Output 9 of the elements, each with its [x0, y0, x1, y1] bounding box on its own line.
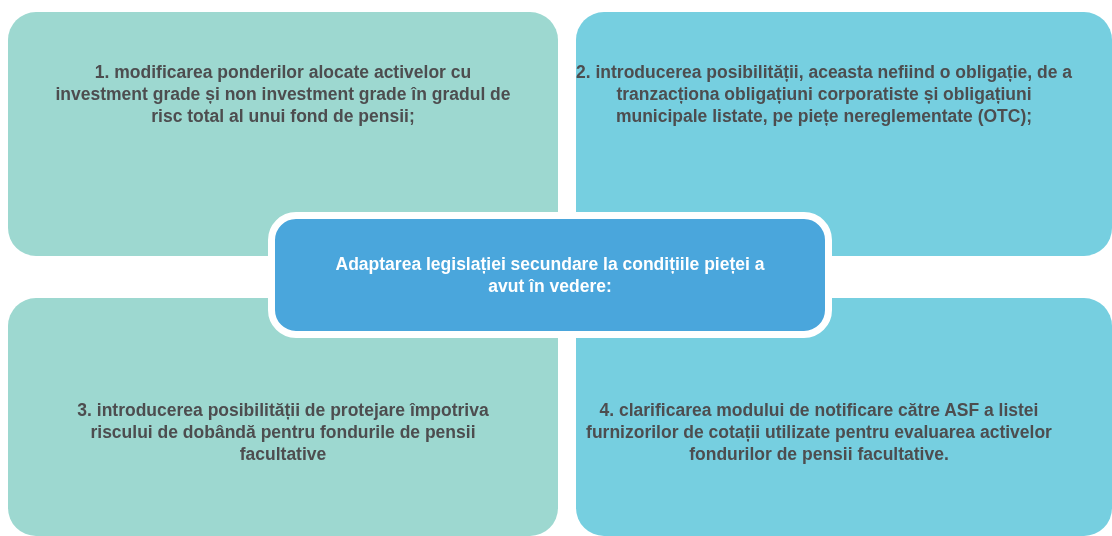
info-card [576, 12, 1112, 256]
item-text: 2. introducerea posibilității, aceasta nefiind o obligație, de a tranzacționa obligațiuni corporatiste și obligațiuni municipale listate, pe piețe nereglementate (OTC); [576, 61, 1072, 127]
item-text: 4. clarificarea modului de notificare către ASF a listei furnizorilor de cotații utilizate pentru evaluarea activelor fondurilor de pensii facultative. [585, 399, 1053, 465]
info-card [8, 298, 558, 536]
heading-text: Adaptarea legislației secundare la condițiile pieței a avut în vedere: [334, 253, 766, 297]
info-card [8, 12, 558, 256]
info-card [576, 298, 1112, 536]
item-text: 3. introducerea posibilității de protejare împotriva riscului de dobândă pentru fondurile de pensii facultative [76, 399, 490, 465]
item-text: 1. modificarea ponderilor alocate activelor cu investment grade și non investment grade în gradul de risc total al unui fond de pensii; [54, 61, 512, 127]
